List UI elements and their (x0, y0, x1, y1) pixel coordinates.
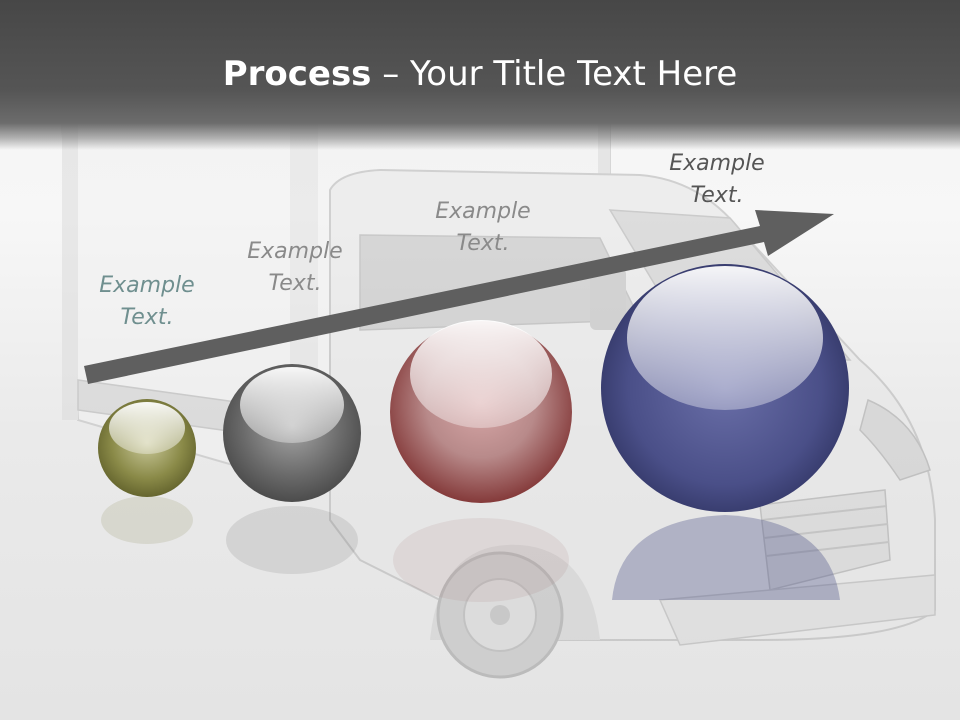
step-4-label-line1: Example (669, 151, 765, 176)
step-2-label: Example Text. (230, 236, 360, 300)
step-2-label-line2: Text. (268, 271, 322, 296)
sphere-2-reflection (226, 506, 358, 574)
step-4-label: Example Text. (652, 148, 782, 212)
step-3-label-line2: Text. (456, 231, 510, 256)
step-1-label-line1: Example (99, 273, 195, 298)
sphere-4 (601, 264, 849, 512)
step-4-label-line2: Text. (690, 183, 744, 208)
sphere-3 (390, 320, 572, 503)
step-2-label-line1: Example (247, 239, 343, 264)
sphere-1-reflection (101, 496, 193, 544)
title-bar (0, 0, 960, 150)
title-rest-text: – Your Title Text Here (371, 54, 738, 94)
title-bold-text: Process (222, 54, 372, 94)
sphere-1 (98, 399, 196, 497)
sphere-4-reflection (612, 515, 840, 600)
slide-title: Process – Your Title Text Here (0, 52, 960, 96)
step-3-label: Example Text. (418, 196, 548, 260)
sphere-3-reflection (393, 518, 569, 602)
sphere-2 (223, 364, 361, 502)
step-3-label-line1: Example (435, 199, 531, 224)
step-1-label-line2: Text. (120, 305, 174, 330)
process-arrow (84, 210, 834, 384)
step-1-label: Example Text. (82, 270, 212, 334)
